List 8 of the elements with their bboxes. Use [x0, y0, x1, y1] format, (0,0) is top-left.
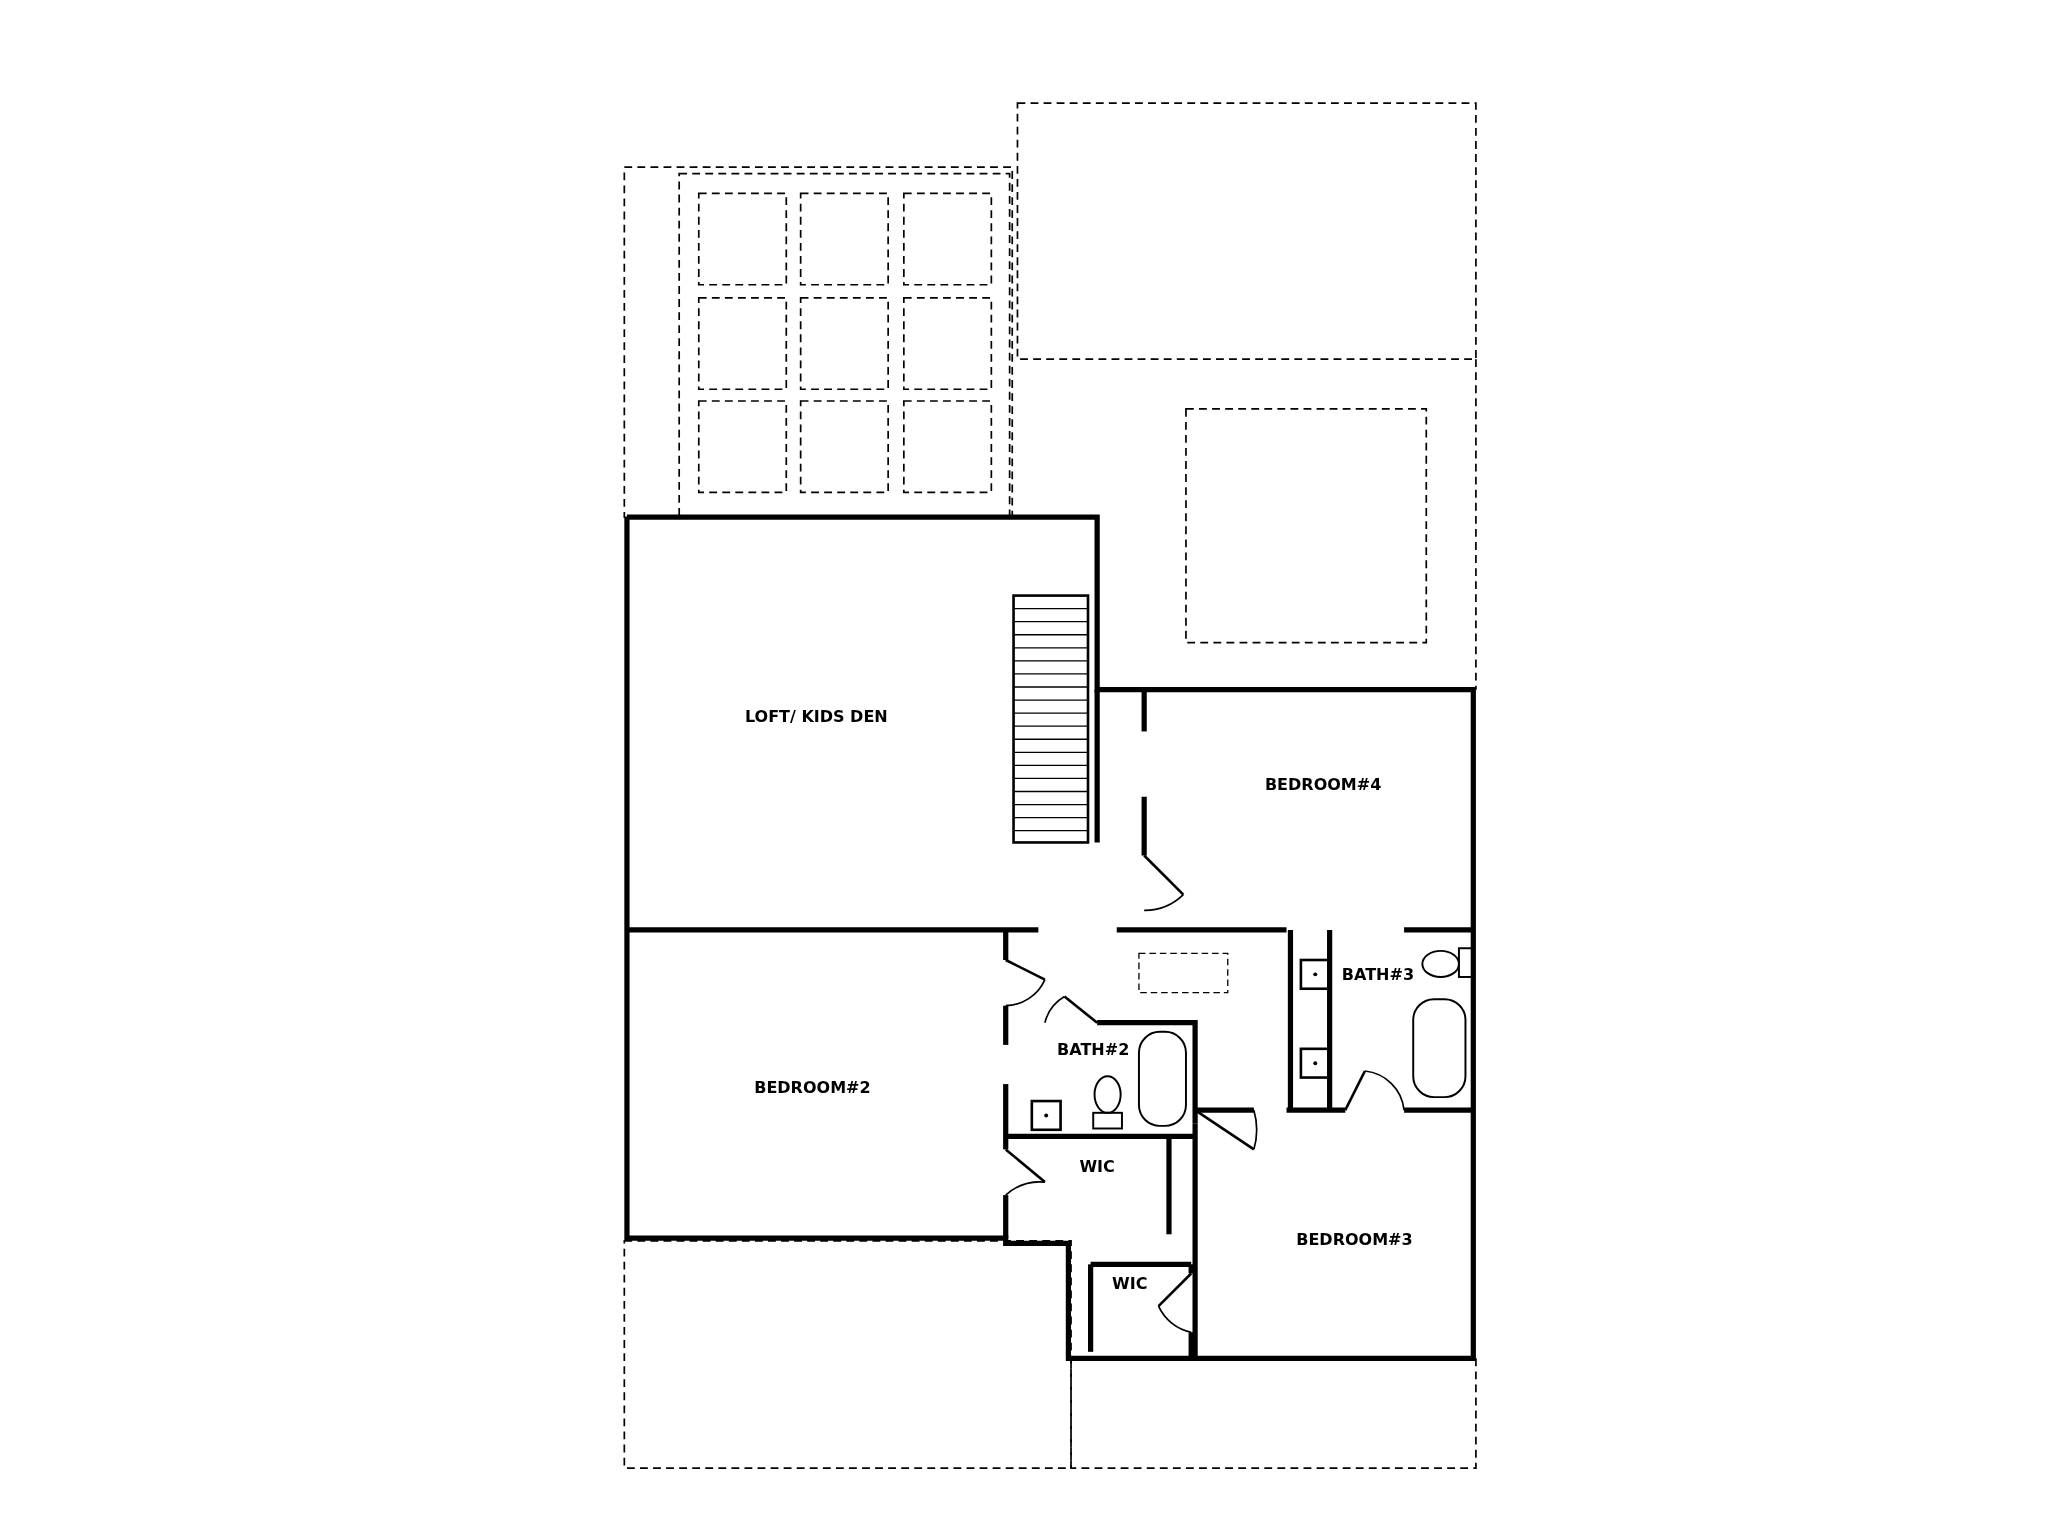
room-label: LOFT/ KIDS DEN [744, 706, 888, 726]
room-label: WIC [1112, 1273, 1148, 1293]
room-label: BEDROOM#4 [1264, 774, 1382, 794]
room-label: BATH#2 [1057, 1039, 1130, 1059]
room-label: BEDROOM#2 [754, 1077, 871, 1097]
room-label: BATH#3 [1341, 964, 1415, 984]
room-label: BEDROOM#3 [1296, 1230, 1413, 1249]
room-label: WIC [1079, 1156, 1115, 1176]
